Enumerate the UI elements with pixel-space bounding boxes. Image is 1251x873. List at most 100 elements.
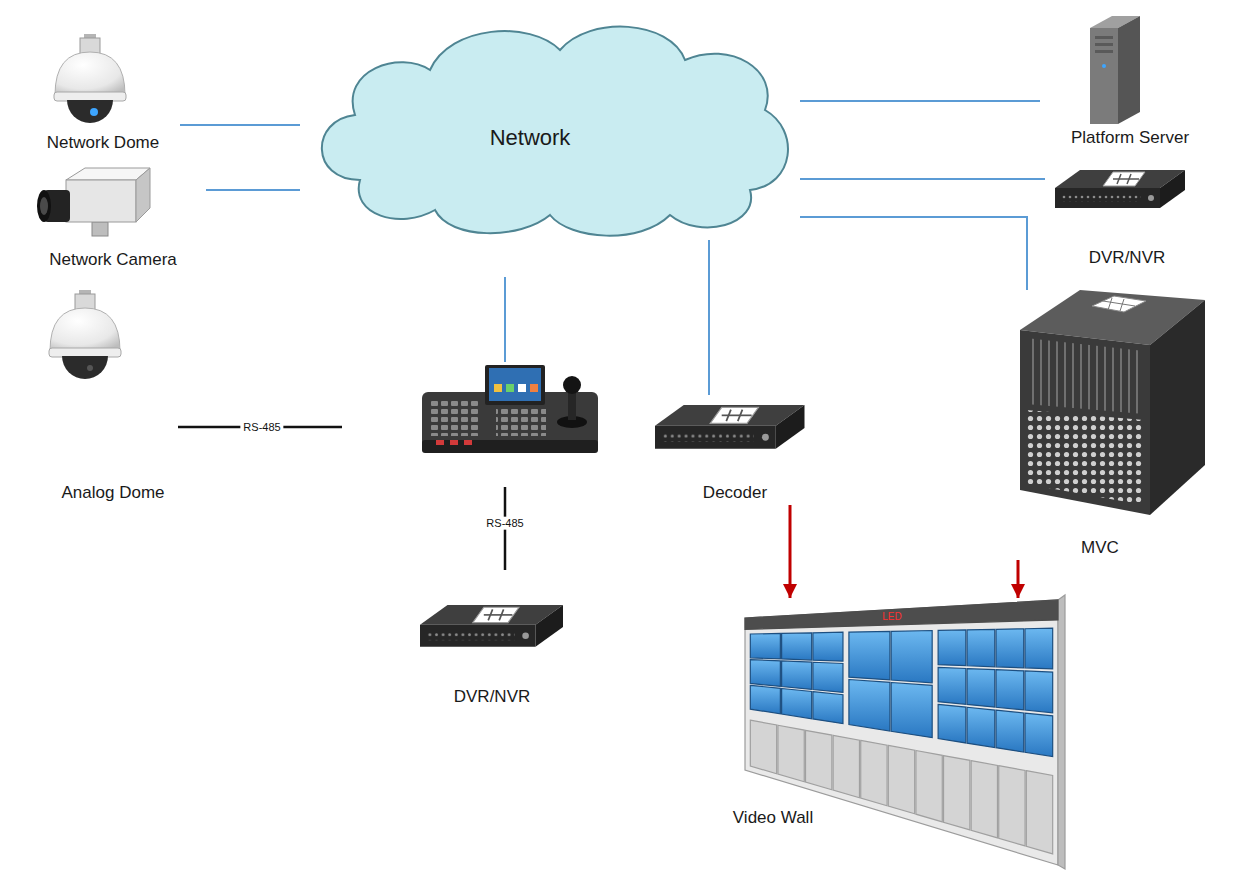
dvr-icon: [420, 605, 563, 647]
node-label: MVC: [1081, 538, 1119, 558]
keyboard-icon: [485, 365, 545, 405]
keyboard-icon: [506, 384, 514, 392]
keyboard-icon: [518, 384, 526, 392]
wall-panel: [778, 725, 804, 781]
wall-screen: [750, 633, 780, 658]
network-link: [180, 124, 300, 126]
signal-label: RS-485: [483, 517, 526, 530]
network-cloud: Network: [300, 10, 800, 240]
mvc-cabinet-icon: [1103, 301, 1135, 306]
keyboard-icon: [496, 408, 546, 436]
device-node: Platform Server: [1040, 8, 1220, 150]
keyboard-icon: [464, 440, 472, 445]
layout-wires: [178, 277, 505, 570]
node-label: Video Wall: [733, 808, 813, 828]
network-camera-icon: [92, 222, 108, 236]
wall-panel: [806, 730, 832, 789]
wall-screen: [813, 692, 843, 724]
wall-screen: [938, 667, 966, 704]
wall-panel: [999, 766, 1025, 846]
server-icon: [1090, 28, 1118, 124]
server-icon: [1118, 16, 1140, 124]
node-label: Analog Dome: [61, 483, 164, 503]
server-icon: [1102, 64, 1106, 68]
wall-screen: [996, 629, 1024, 668]
wall-screen: [750, 685, 780, 714]
device-node: MVC: [1000, 290, 1210, 560]
node-label: DVR/NVR: [1089, 248, 1166, 268]
cloud-outline: [322, 27, 788, 236]
network-link: [206, 189, 300, 191]
network-camera-icon: [40, 197, 48, 215]
network-camera-icon: [37, 168, 150, 236]
node-label: Decoder: [703, 483, 767, 503]
wall-panel: [944, 756, 970, 830]
server-icon: [1095, 43, 1113, 46]
dvr-icon: [420, 605, 563, 647]
network-dome-icon: [54, 34, 126, 123]
server-icon: [1095, 50, 1113, 53]
wall-panel: [916, 751, 942, 822]
mvc-cabinet-icon: [1150, 300, 1205, 515]
analog-dome-icon: [49, 290, 121, 379]
node-label: DVR/NVR: [454, 687, 531, 707]
wall-screen: [849, 631, 890, 680]
wall-screen: [938, 630, 966, 666]
wall-screen: [967, 669, 995, 708]
wall-screen: [782, 688, 812, 718]
network-dome-icon: [90, 108, 98, 116]
keyboard-icon: [563, 376, 581, 394]
network-link: [800, 100, 1040, 102]
wall-panel: [971, 761, 997, 838]
keyboard-icon: [450, 440, 458, 445]
layout-wires: [504, 277, 506, 362]
wall-screen: [782, 661, 812, 689]
wall-top-bar: [745, 600, 1058, 629]
network-link: [708, 240, 710, 395]
wall-screen: [1025, 713, 1053, 756]
mvc-cabinet-icon: [1026, 338, 1144, 414]
device-node: Analog Dome: [20, 285, 206, 505]
network-link: [800, 178, 1045, 180]
device-node: Decoder: [650, 395, 820, 505]
server-icon: [1090, 16, 1140, 124]
device-node: Network Dome: [20, 35, 180, 155]
wall-screen: [996, 670, 1024, 710]
wall-screen: [1025, 628, 1053, 669]
wall-screen: [967, 629, 995, 666]
video-output-arrow: [1017, 560, 1020, 598]
network-camera-icon: [37, 190, 51, 222]
wall-screen: [938, 704, 966, 743]
keyboard-icon: [422, 365, 598, 453]
keyboard-icon: [530, 384, 538, 392]
network-dome-icon: [54, 34, 126, 123]
network-camera-icon: [66, 180, 136, 222]
wall-side: [1058, 595, 1065, 869]
device-node: Network Camera: [20, 165, 206, 273]
analog-dome-icon: [87, 365, 93, 371]
led-label: LED: [879, 611, 904, 623]
keyboard-icon: [489, 368, 541, 401]
video-wall-node: Video Wall: [715, 598, 1065, 860]
video-output-arrow: [789, 505, 792, 598]
node-label: Platform Server: [1071, 128, 1189, 148]
server-icon: [1095, 36, 1113, 39]
keyboard-icon: [422, 440, 598, 453]
wall-screen: [996, 710, 1024, 752]
keyboard-icon: [436, 440, 444, 445]
wall-screen: [891, 631, 932, 683]
node-label: Network: [490, 125, 571, 151]
dvr-icon: [1055, 170, 1185, 208]
wall-screen: [891, 682, 932, 737]
keyboard-icon: [494, 384, 502, 392]
device-node: DVR/NVR: [1045, 160, 1215, 270]
wall-panel: [750, 720, 776, 774]
dvr-icon: [1055, 170, 1185, 208]
wall-panel: [1026, 771, 1052, 854]
wall-screen: [750, 660, 780, 687]
network-link: [800, 217, 1027, 290]
mvc-cabinet-icon: [1120, 299, 1124, 311]
node-label: Network Camera: [49, 250, 177, 270]
video-wall-illustration: [745, 595, 1065, 869]
wall-screen: [782, 633, 812, 660]
